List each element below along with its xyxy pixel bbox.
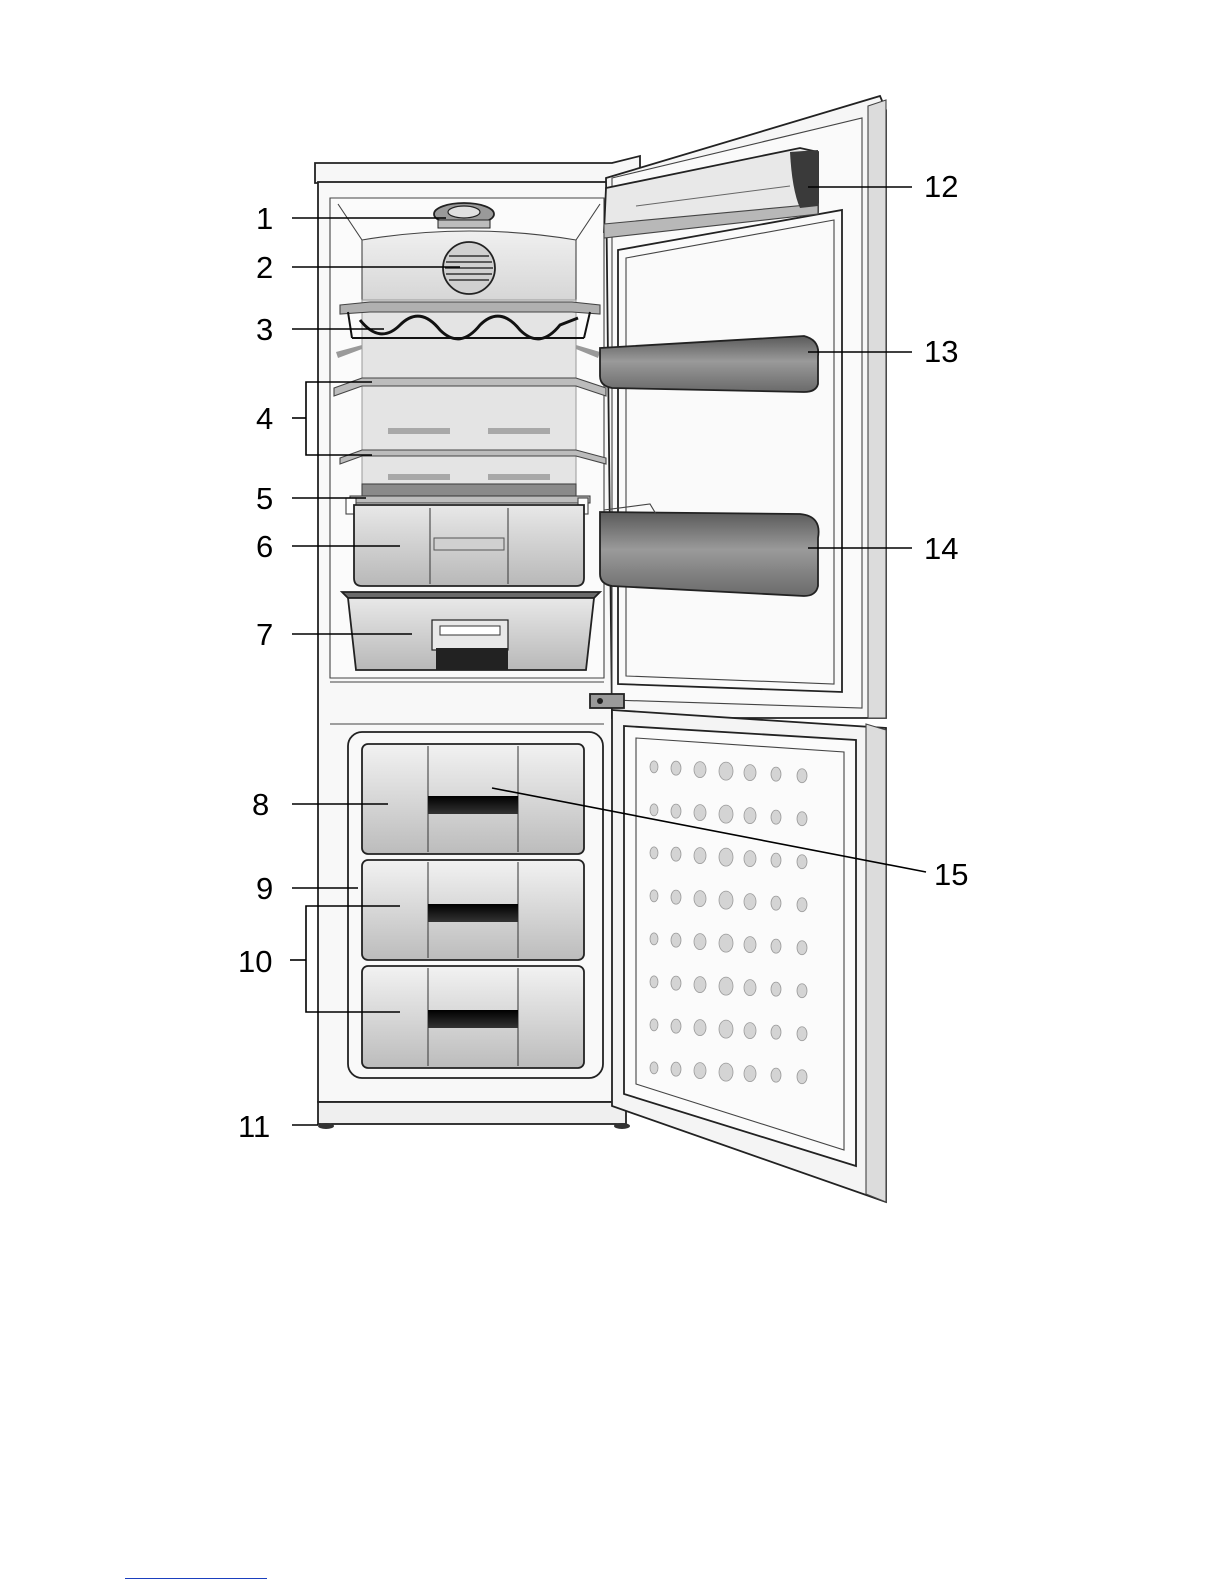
dimple bbox=[650, 976, 658, 988]
dimple bbox=[744, 765, 756, 781]
dimple bbox=[694, 1020, 706, 1036]
dimple bbox=[719, 891, 733, 909]
callout-label-6: 6 bbox=[256, 529, 273, 564]
callout-label-10: 10 bbox=[238, 944, 272, 979]
dimple bbox=[744, 1066, 756, 1082]
dimple bbox=[797, 855, 807, 869]
dimple bbox=[797, 898, 807, 912]
dimple bbox=[671, 890, 681, 904]
dimple bbox=[694, 805, 706, 821]
callout-label-4: 4 bbox=[256, 401, 273, 436]
dimple bbox=[671, 1019, 681, 1033]
dimple bbox=[744, 1023, 756, 1039]
thermostat-light bbox=[434, 203, 494, 228]
dimple bbox=[744, 937, 756, 953]
freezer-drawer-middle bbox=[362, 860, 584, 960]
dimple bbox=[719, 848, 733, 866]
callout-label-12: 12 bbox=[924, 169, 958, 204]
callout-label-8: 8 bbox=[252, 787, 269, 822]
dimple bbox=[797, 769, 807, 783]
dimple bbox=[719, 805, 733, 823]
dimple bbox=[797, 941, 807, 955]
callout-label-14: 14 bbox=[924, 531, 958, 566]
dimple bbox=[719, 977, 733, 995]
dimple bbox=[744, 851, 756, 867]
dimple bbox=[650, 1019, 658, 1031]
dimple bbox=[694, 1063, 706, 1079]
dimple bbox=[719, 762, 733, 780]
callout-label-9: 9 bbox=[256, 871, 273, 906]
dimple bbox=[797, 1070, 807, 1084]
dimple bbox=[694, 934, 706, 950]
callout-label-15: 15 bbox=[934, 857, 968, 892]
dimple bbox=[671, 976, 681, 990]
dimple bbox=[671, 1062, 681, 1076]
callout-label-5: 5 bbox=[256, 481, 273, 516]
dimple bbox=[797, 1027, 807, 1041]
freezer-drawer-bottom bbox=[362, 966, 584, 1068]
dimple bbox=[671, 933, 681, 947]
callout-11: 11 bbox=[238, 1109, 318, 1144]
dimple bbox=[694, 848, 706, 864]
dimple bbox=[671, 847, 681, 861]
dimple bbox=[771, 896, 781, 910]
dimple bbox=[694, 762, 706, 778]
dimple bbox=[771, 1025, 781, 1039]
dimple bbox=[771, 767, 781, 781]
dimple bbox=[650, 890, 658, 902]
dimple bbox=[719, 934, 733, 952]
callout-label-11: 11 bbox=[238, 1109, 270, 1144]
dimple bbox=[771, 810, 781, 824]
dimple bbox=[771, 982, 781, 996]
dimple bbox=[650, 847, 658, 859]
dimple bbox=[771, 853, 781, 867]
dimple bbox=[650, 761, 658, 773]
callout-label-7: 7 bbox=[256, 617, 273, 652]
dimple bbox=[671, 761, 681, 775]
dimple bbox=[671, 804, 681, 818]
dimple bbox=[771, 939, 781, 953]
chiller-compartment bbox=[342, 592, 600, 670]
door-bin-lower bbox=[600, 504, 819, 596]
freezer-door bbox=[612, 710, 886, 1202]
dimple bbox=[650, 1062, 658, 1074]
dimple bbox=[797, 984, 807, 998]
dimple bbox=[694, 891, 706, 907]
callout-label-13: 13 bbox=[924, 334, 958, 369]
dimple bbox=[744, 894, 756, 910]
footer-rule bbox=[125, 1578, 267, 1579]
dimple bbox=[650, 804, 658, 816]
dimple bbox=[719, 1020, 733, 1038]
dimple bbox=[650, 933, 658, 945]
dimple bbox=[694, 977, 706, 993]
dimple bbox=[719, 1063, 733, 1081]
callout-label-3: 3 bbox=[256, 312, 273, 347]
dimple bbox=[771, 1068, 781, 1082]
dimple bbox=[797, 812, 807, 826]
dimple bbox=[744, 808, 756, 824]
callout-label-2: 2 bbox=[256, 250, 273, 285]
dimple bbox=[744, 980, 756, 996]
callout-label-1: 1 bbox=[256, 201, 273, 236]
